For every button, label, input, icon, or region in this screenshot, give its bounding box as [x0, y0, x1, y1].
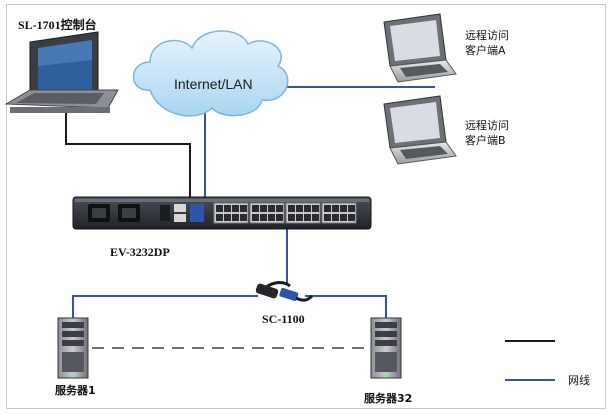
rj45-port [252, 214, 259, 221]
rj45-port [296, 214, 303, 221]
cloud-label: Internet/LAN [174, 76, 253, 92]
rj45-port [232, 214, 239, 221]
legend-network-label: 网线 [568, 374, 590, 387]
server-1-tower [57, 317, 89, 379]
rj45-port [224, 205, 231, 212]
remote-a-label-line2: 客户端A [465, 44, 506, 57]
rj45-port [348, 205, 355, 212]
network-cable-server-32 [305, 295, 387, 318]
rj45-port [324, 214, 331, 221]
kvm-switch [72, 196, 372, 230]
laptop-remote-b [383, 95, 457, 165]
rj45-port [348, 214, 355, 221]
console-device [4, 31, 119, 113]
internet-cloud [132, 30, 289, 117]
remote-b-label-line2: 客户端B [465, 134, 506, 147]
server-32-label: 服务器32 [364, 392, 413, 405]
rj45-port [268, 205, 275, 212]
rj45-port [340, 205, 347, 212]
legend [505, 340, 555, 381]
server-32-tower [370, 317, 402, 379]
rj45-port [216, 214, 223, 221]
rj45-port [276, 205, 283, 212]
rj45-port [260, 214, 267, 221]
console-label: SL-1701控制台 [18, 18, 97, 32]
switch-label: EV-3232DP [110, 245, 170, 259]
rj45-port [304, 205, 311, 212]
rj45-port [324, 205, 331, 212]
connection-lines [65, 86, 435, 349]
rj45-port [288, 205, 295, 212]
laptop-remote-a [383, 13, 457, 83]
rj45-port [260, 205, 267, 212]
adapter-label: SC-1100 [262, 312, 305, 326]
rj45-port [240, 214, 247, 221]
sc-adapter [255, 281, 314, 302]
rj45-port [232, 205, 239, 212]
rj45-port [340, 214, 347, 221]
rj45-port [332, 205, 339, 212]
server-1-label: 服务器1 [55, 384, 96, 397]
diagram-frame [6, 4, 606, 409]
rj45-port [276, 214, 283, 221]
rj45-port [332, 214, 339, 221]
rj45-port [312, 205, 319, 212]
rj45-port [216, 205, 223, 212]
rj45-port [224, 214, 231, 221]
rj45-port [268, 214, 275, 221]
rj45-port [312, 214, 319, 221]
remote-a-label-line1: 远程访问 [465, 29, 509, 42]
network-cable-server-1 [72, 295, 258, 318]
kvm-cable-console [65, 112, 191, 205]
rj45-port [252, 205, 259, 212]
rj45-port [288, 214, 295, 221]
rj45-port [240, 205, 247, 212]
rj45-port [296, 205, 303, 212]
rj45-port-banks [213, 202, 357, 224]
rj45-port [304, 214, 311, 221]
remote-b-label-line1: 远程访问 [465, 119, 509, 132]
